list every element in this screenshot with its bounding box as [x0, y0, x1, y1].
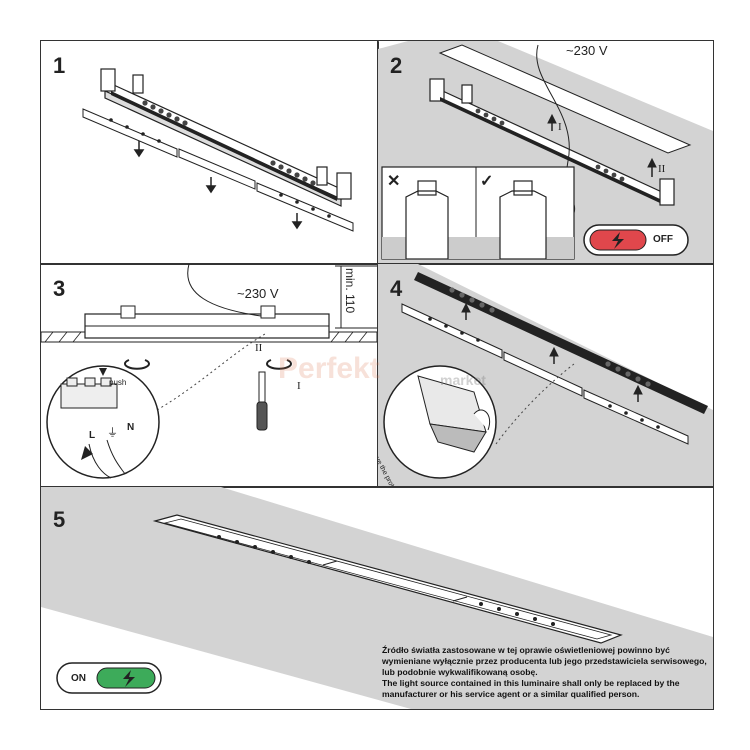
- divider-top: [377, 40, 379, 264]
- replacement-note: Źródło światła zastosowane w tej oprawie…: [382, 645, 712, 700]
- push-label: push: [109, 378, 127, 387]
- divider-mid: [377, 263, 379, 487]
- step-number-4: 4: [390, 276, 403, 301]
- panel-step-5: 5 ON: [41, 487, 713, 709]
- step5-drawing: [41, 487, 713, 709]
- step-number-3: 3: [53, 276, 66, 301]
- panel-step-1: 1: [41, 41, 377, 263]
- step-number-2: 2: [390, 53, 403, 78]
- mark-ii: II: [255, 342, 263, 354]
- panel-step-4: 4 remove the protective foil front side …: [378, 264, 713, 486]
- note-polish: Źródło światła zastosowane w tej oprawie…: [382, 645, 707, 677]
- mark-ii: II: [658, 163, 666, 175]
- on-switch-label: ON: [71, 673, 86, 684]
- mark-i: I: [558, 121, 562, 133]
- step-number-1: 1: [53, 53, 66, 78]
- earth-symbol: ⏚: [107, 427, 118, 439]
- note-english: The light source contained in this lumin…: [382, 678, 680, 699]
- panel-step-2: 2 ~230 V I II ✕ ✓ OFF: [378, 41, 713, 263]
- off-switch-label: OFF: [653, 234, 673, 245]
- watermark-suffix: market: [440, 372, 486, 388]
- voltage-label: ~230 V: [566, 43, 608, 58]
- voltage-label: ~230 V: [237, 286, 279, 301]
- divider-row2: [40, 486, 714, 488]
- step1-drawing: [82, 68, 354, 232]
- l-label: L: [89, 430, 96, 441]
- mark-i: I: [297, 380, 301, 392]
- n-label: N: [127, 422, 135, 433]
- step2-drawing: [378, 41, 713, 263]
- wrong-icon: ✕: [387, 173, 401, 190]
- step4-drawing: [378, 264, 713, 486]
- right-icon: ✓: [480, 173, 494, 190]
- step3-drawing: [41, 264, 377, 479]
- watermark-brand: Perfekt: [278, 352, 380, 385]
- panel-step-3: 3 ~230 V min. 110 II I push L ⏚ N: [41, 264, 377, 486]
- step-number-5: 5: [53, 507, 66, 532]
- clearance-label: min. 110: [343, 268, 357, 314]
